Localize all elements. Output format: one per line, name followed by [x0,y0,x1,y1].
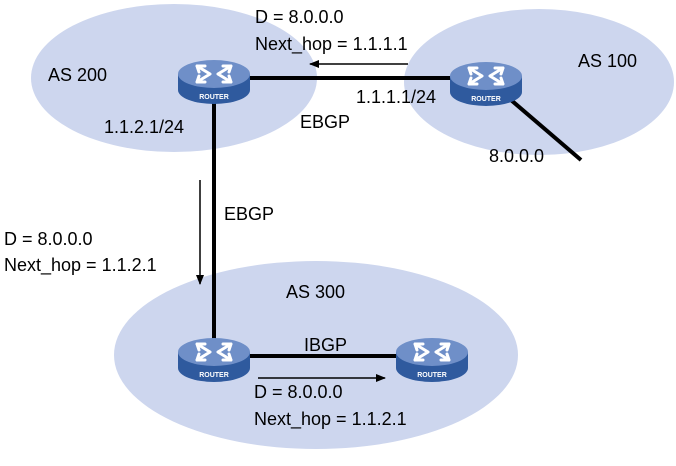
route-left-destination: D = 8.0.0.0 [4,229,93,249]
router-as300-right: ROUTER [396,338,468,382]
as200-area [31,4,317,152]
router-icon: ROUTER [178,338,250,382]
router-label: ROUTER [199,372,229,379]
as300-label: AS 300 [286,282,345,302]
route-left-next-hop: Next_hop = 1.1.2.1 [4,255,157,276]
route-top-next-hop: Next_hop = 1.1.1.1 [255,34,408,55]
as100-label: AS 100 [578,51,637,71]
as200-label: AS 200 [48,65,107,85]
router-as200: ROUTER [178,60,250,104]
router-label: ROUTER [199,94,229,101]
router-label: ROUTER [471,96,501,103]
ip-as100-router: 1.1.1.1/24 [356,87,436,107]
as100-area [404,9,674,155]
router-as300-left: ROUTER [178,338,250,382]
as100-network-label: 8.0.0.0 [489,146,544,166]
router-as100: ROUTER [450,62,522,106]
router-icon: ROUTER [450,62,522,106]
ebgp-top-label: EBGP [300,112,350,132]
route-bottom-next-hop: Next_hop = 1.1.2.1 [254,409,407,430]
router-icon: ROUTER [396,338,468,382]
router-icon: ROUTER [178,60,250,104]
route-top-destination: D = 8.0.0.0 [255,7,344,27]
route-bottom-destination: D = 8.0.0.0 [254,382,343,402]
router-label: ROUTER [417,372,447,379]
ebgp-vertical-label: EBGP [224,204,274,224]
ip-as200-router: 1.1.2.1/24 [104,117,184,137]
ibgp-label: IBGP [304,335,347,355]
